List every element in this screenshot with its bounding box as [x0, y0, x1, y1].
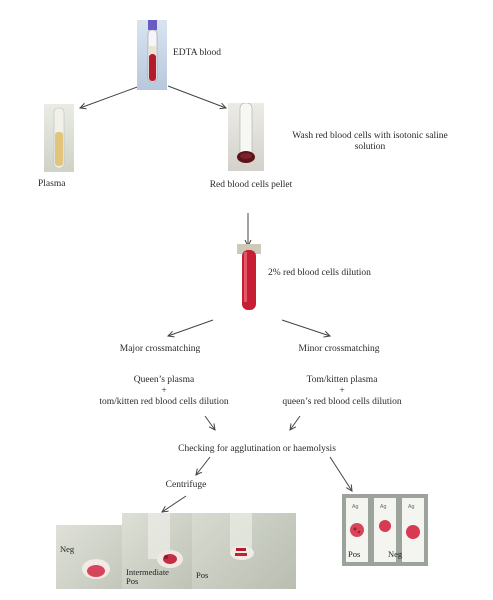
edta-blood-label: EDTA blood	[173, 48, 222, 58]
rbc-pellet-label: Red blood cells pellet	[209, 180, 293, 190]
rbc-pellet-tube-icon	[237, 103, 255, 163]
rbc-pellet-photo	[228, 103, 264, 171]
svg-text:Ag: Ag	[352, 504, 359, 510]
plasma-tube-icon	[53, 107, 65, 169]
minor-cells-label: queen’s red blood cells dilution	[282, 397, 402, 407]
arrow-to-minor	[281, 319, 330, 336]
intermediate-pos-tube-icon	[148, 513, 183, 568]
major-crossmatching-label: Major crossmatching	[119, 344, 201, 354]
arrow-to-major	[168, 319, 214, 336]
neg-tube-icon	[82, 559, 110, 579]
intermediate-pos-text: Intermediate Pos	[126, 567, 169, 586]
pos-tube-icon	[230, 513, 254, 560]
neg-tube-photo: Neg	[56, 525, 122, 589]
arrow-major-to-check	[204, 415, 215, 430]
arrow-minor-to-check	[290, 415, 301, 430]
neg-tag: Neg	[60, 544, 75, 554]
wash-label: Wash red blood cells with isotonic salin…	[280, 131, 460, 153]
svg-text:Ag: Ag	[380, 504, 387, 510]
dilution-label: 2% red blood cells dilution	[268, 268, 371, 278]
check-label: Checking for agglutination or haemolysis	[178, 444, 336, 454]
slide-icon: Ag Ag Ag	[346, 498, 424, 562]
major-plus: +	[161, 386, 167, 396]
major-cells-label: tom/kitten red blood cells dilution	[99, 397, 229, 407]
edta-tube-photo	[137, 20, 167, 90]
arrow-to-plasma	[80, 85, 141, 108]
centrifuge-label: Centrifuge	[165, 480, 207, 490]
pos-tube-photo: Pos	[192, 513, 296, 589]
arrow-to-tubes	[162, 495, 187, 512]
edta-tube-icon	[147, 20, 158, 83]
pos-tag: Pos	[196, 570, 209, 580]
slide-neg-tag: Neg	[388, 549, 403, 559]
svg-text:Ag: Ag	[408, 504, 415, 510]
dilution-tube-photo	[233, 242, 265, 312]
wash-text: Wash red blood cells with isotonic salin…	[292, 131, 448, 152]
arrow-to-slide	[329, 456, 352, 491]
minor-plus: +	[339, 386, 345, 396]
plasma-photo	[44, 104, 74, 172]
slide-pos-tag: Pos	[348, 549, 361, 559]
minor-crossmatching-label: Minor crossmatching	[298, 344, 380, 354]
arrow-to-pellet	[167, 85, 226, 108]
plasma-label: Plasma	[38, 179, 66, 189]
intermediate-pos-tag: Intermediate Pos	[126, 568, 170, 586]
major-plasma-label: Queen’s plasma	[133, 375, 195, 385]
slide-photo: Ag Ag Ag Pos Neg	[342, 494, 428, 566]
arrow-to-centrifuge	[196, 456, 211, 475]
intermediate-pos-tube-photo: Intermediate Pos	[122, 513, 192, 589]
dilution-tube-icon	[237, 244, 261, 310]
minor-plasma-label: Tom/kitten plasma	[306, 375, 378, 385]
